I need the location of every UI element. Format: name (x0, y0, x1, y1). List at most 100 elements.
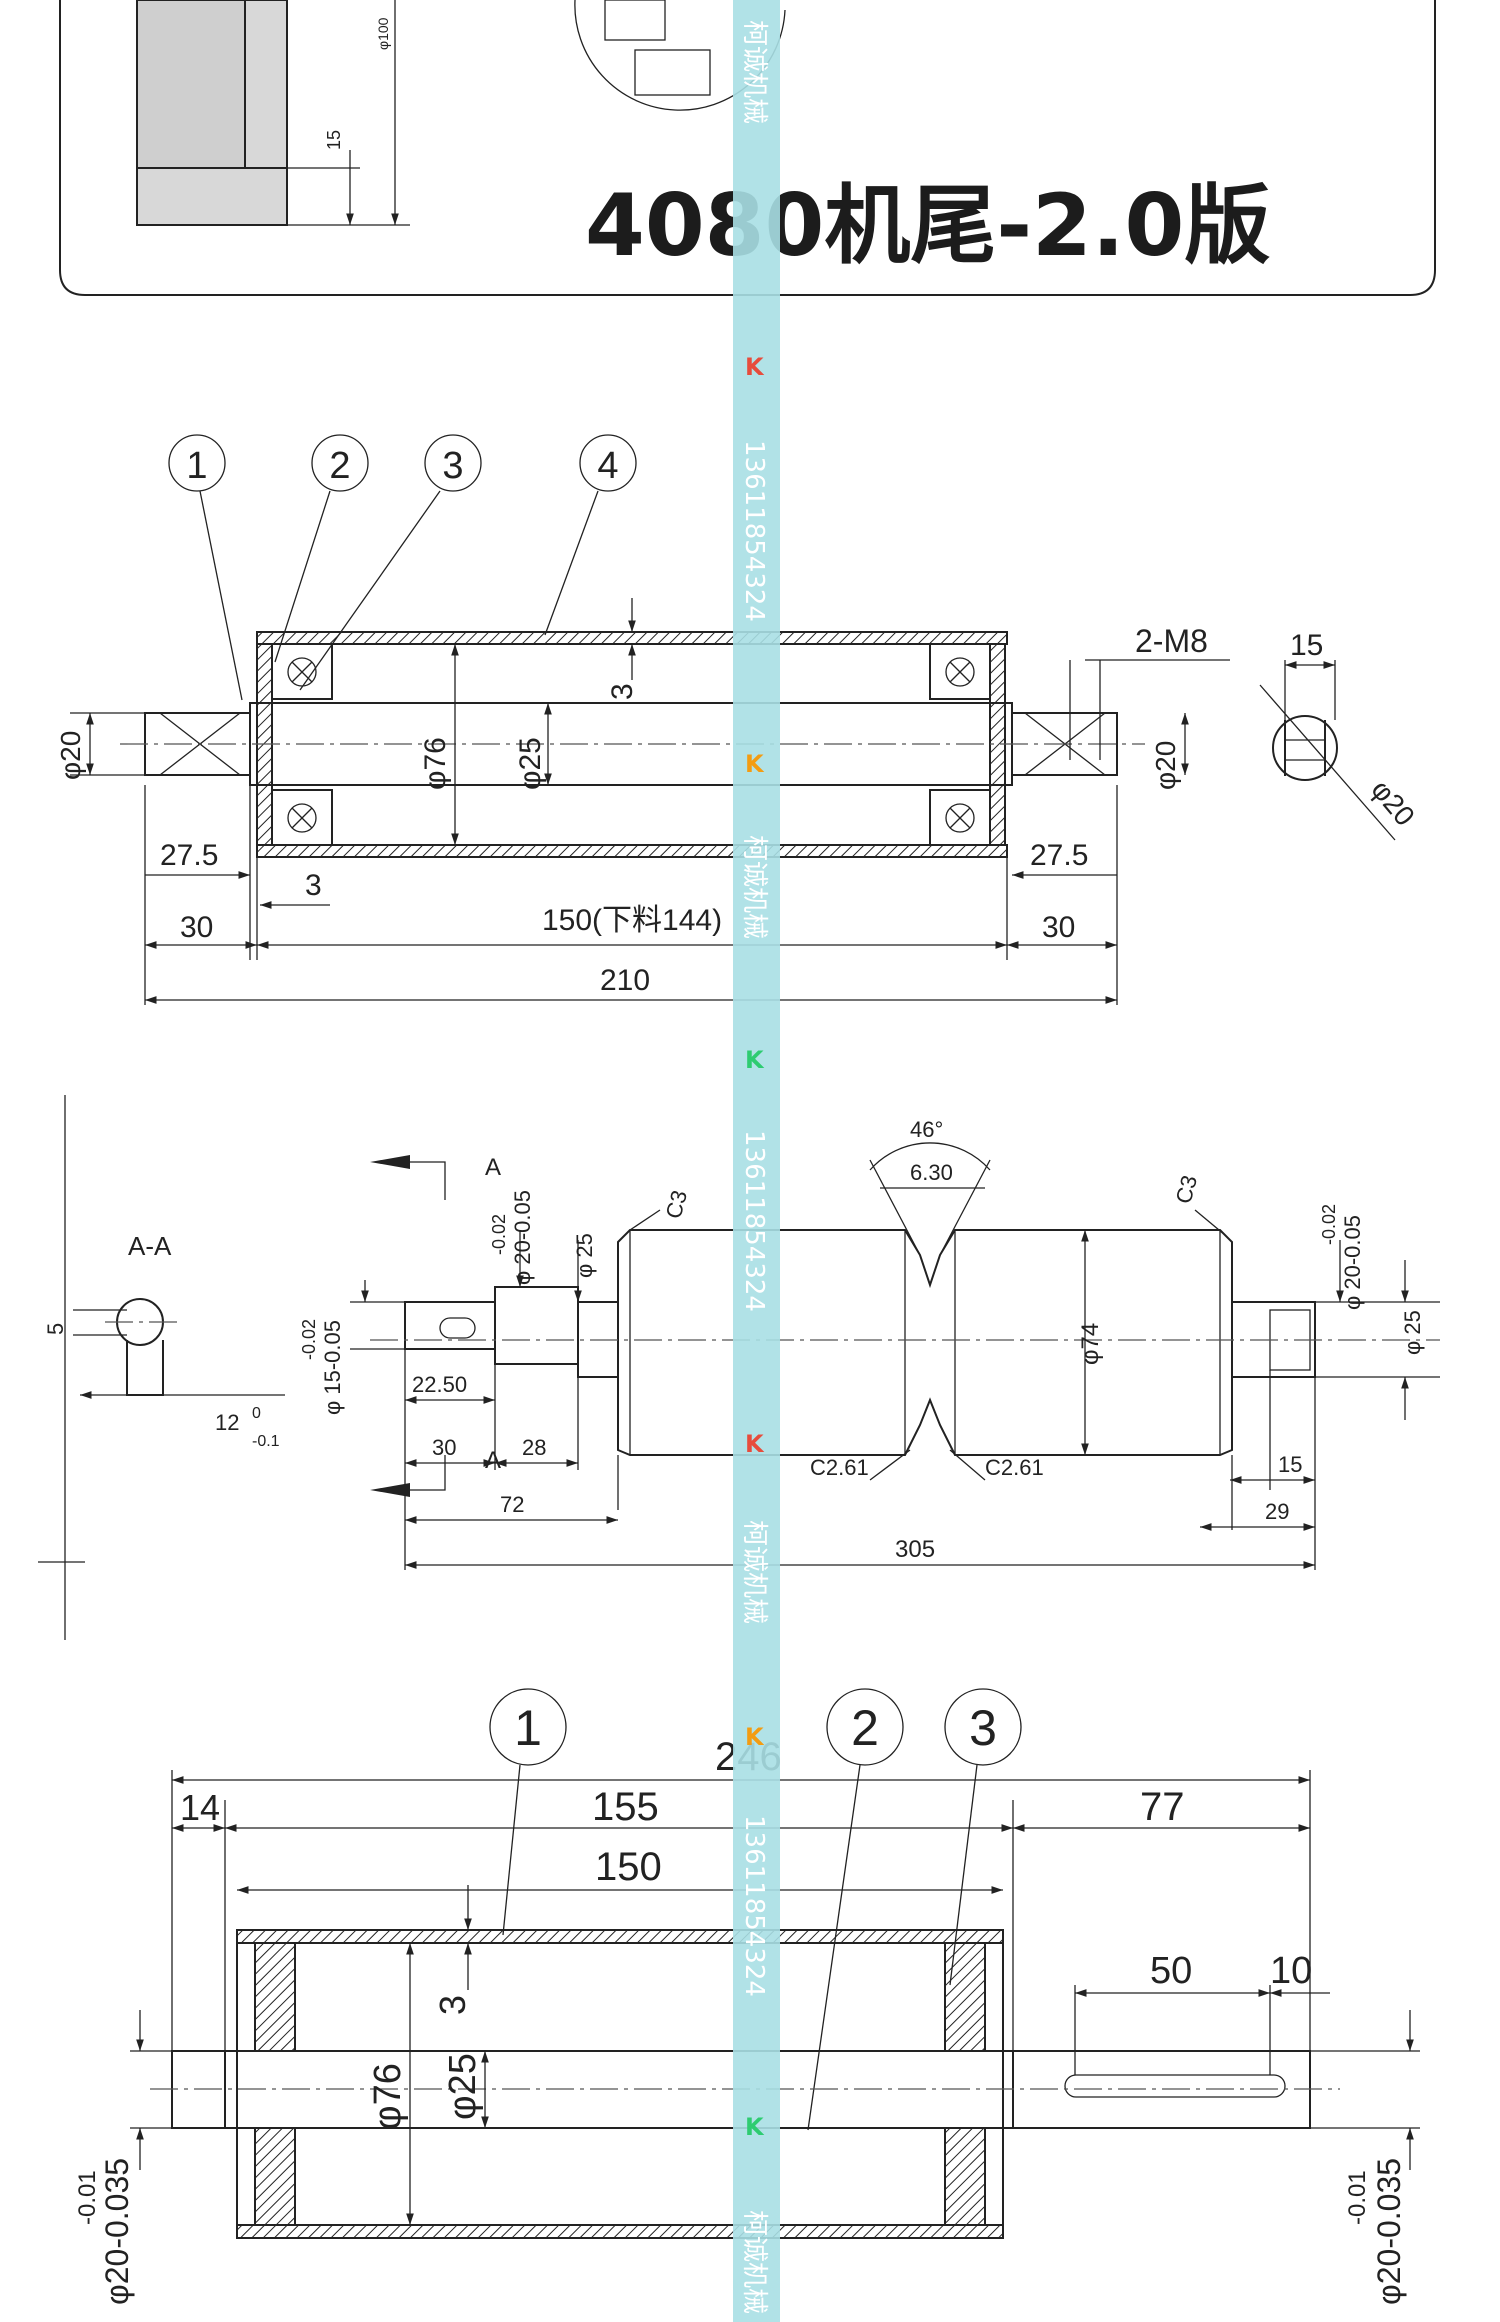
svg-text:φ76: φ76 (367, 2063, 409, 2130)
svg-text:28: 28 (522, 1435, 546, 1460)
bearing-right-top (929, 643, 991, 700)
svg-text:50: 50 (1150, 1950, 1192, 1992)
svg-text:-0.01: -0.01 (74, 2170, 101, 2225)
svg-text:φ 20-0.05: φ 20-0.05 (510, 1190, 535, 1285)
svg-text:φ 15-0.05: φ 15-0.05 (320, 1320, 345, 1415)
svg-text:1: 1 (186, 445, 207, 487)
balloon-3-2: 2 (807, 1688, 904, 2131)
watermark-company: 柯诚机械 (739, 835, 769, 939)
shaft-step-d15 (404, 1301, 496, 1350)
svg-text:-0.02: -0.02 (1319, 1204, 1339, 1245)
balloon-3-1: 1 (489, 1688, 567, 1936)
svg-text:C3: C3 (1171, 1173, 1202, 1207)
dim-groove-width: 6.30 (910, 1160, 953, 1185)
bearing-left-bottom (271, 789, 333, 846)
dim-phi74: φ74 (1077, 1323, 1104, 1365)
svg-text:-0.01: -0.01 (1344, 2170, 1371, 2225)
svg-text:C2.61: C2.61 (985, 1455, 1044, 1480)
svg-text:12: 12 (215, 1410, 239, 1435)
dim-groove-angle: 46° (910, 1117, 943, 1142)
svg-text:72: 72 (500, 1492, 524, 1517)
watermark-phone: 13611854324 (739, 1130, 769, 1312)
svg-text:15: 15 (1278, 1452, 1302, 1477)
dim-phi25: φ25 (514, 737, 547, 790)
balloon-2: 2 (274, 434, 369, 663)
watermark-logo-icon: K (745, 1046, 765, 1074)
watermark-bar: 柯诚机械 K 13611854324 K 柯诚机械 K 13611854324 … (733, 0, 780, 2322)
title-panel: 15 φ100 4080机尾-2.0版 (59, 0, 1436, 296)
tube-wall-top (256, 631, 1008, 645)
dim-phi20-right: φ20 (1150, 741, 1181, 790)
watermark-logo-icon: K (745, 1430, 765, 1458)
dim-150: 150(下料144) (542, 904, 722, 937)
svg-text:29: 29 (1265, 1499, 1289, 1524)
svg-text:150: 150 (595, 1845, 662, 1889)
svg-text:2: 2 (329, 445, 350, 487)
panel-dim-15: 15 (324, 130, 344, 150)
svg-text:3: 3 (432, 1995, 473, 2015)
dim-27-5-left: 27.5 (160, 839, 218, 872)
watermark-phone: 13611854324 (739, 1815, 769, 1997)
shaft-detail-view: A-A 5 12 0 -0.1 A A (38, 1095, 1440, 1640)
dim-phi20-left: φ20 (55, 731, 86, 780)
svg-text:C3: C3 (661, 1188, 692, 1222)
dim-wall-3: 3 (606, 683, 639, 700)
svg-text:15: 15 (1290, 629, 1323, 662)
watermark-logo-icon: K (745, 1723, 765, 1751)
panel-dim-phi100: φ100 (375, 17, 391, 50)
svg-text:1: 1 (514, 1700, 542, 1756)
svg-text:4: 4 (597, 445, 618, 487)
dim-27-5-right: 27.5 (1030, 839, 1088, 872)
svg-text:3: 3 (442, 445, 463, 487)
watermark-logo-icon: K (745, 353, 765, 381)
page-title: 4080机尾-2.0版 (585, 176, 1270, 276)
svg-text:0: 0 (252, 1405, 261, 1422)
svg-text:-0.02: -0.02 (489, 1214, 509, 1255)
watermark-logo-icon: K (745, 750, 765, 778)
svg-text:22.50: 22.50 (412, 1372, 467, 1397)
watermark-logo-icon: K (745, 2113, 765, 2141)
balloon-3: 3 (299, 434, 482, 691)
svg-text:155: 155 (592, 1785, 659, 1829)
svg-text:30: 30 (432, 1435, 456, 1460)
svg-text:C2.61: C2.61 (810, 1455, 869, 1480)
balloon-1: 1 (168, 434, 243, 701)
svg-text:φ20: φ20 (1365, 774, 1420, 832)
shaft-end-section: 15 φ20 (1259, 629, 1421, 841)
svg-text:2: 2 (851, 1700, 879, 1756)
svg-text:φ25: φ25 (442, 2053, 484, 2120)
dim-210: 210 (600, 964, 650, 997)
svg-text:A: A (485, 1447, 501, 1474)
roller-body (617, 1229, 1233, 1456)
svg-text:-0.1: -0.1 (252, 1433, 280, 1450)
svg-text:5: 5 (43, 1323, 68, 1335)
svg-text:10: 10 (1270, 1950, 1312, 1992)
dim-30-right: 30 (1042, 911, 1075, 944)
tube-wall-bottom (256, 844, 1008, 858)
dim-3: 3 (305, 869, 322, 902)
key-section: 5 12 0 -0.1 (43, 1298, 285, 1450)
svg-text:77: 77 (1140, 1785, 1185, 1829)
svg-text:14: 14 (180, 1787, 220, 1828)
shaft-step-d20-left (494, 1286, 579, 1365)
dim-2-m8: 2-M8 (1135, 623, 1208, 659)
dim-phi76: φ76 (419, 737, 452, 790)
watermark-company: 柯诚机械 (739, 1520, 769, 1624)
svg-text:3: 3 (969, 1700, 997, 1756)
svg-text:φ 20-0.05: φ 20-0.05 (1340, 1215, 1365, 1310)
section-label: A-A (128, 1231, 172, 1261)
svg-text:φ 25: φ 25 (1400, 1310, 1425, 1355)
svg-text:φ20-0.035: φ20-0.035 (99, 2158, 135, 2305)
bearing-right-bottom (929, 789, 991, 846)
balloon-3-3: 3 (944, 1688, 1022, 1986)
watermark-company: 柯诚机械 (739, 2210, 769, 2314)
svg-text:φ 25: φ 25 (572, 1233, 597, 1278)
watermark-strip (733, 0, 780, 2322)
svg-text:-0.02: -0.02 (299, 1319, 319, 1360)
roller-section-view: 1 2 3 246 14 155 77 150 (74, 1688, 1420, 2305)
dim-30-left: 30 (180, 911, 213, 944)
balloon-4: 4 (544, 434, 637, 636)
bearing-left-top (271, 643, 333, 700)
svg-text:305: 305 (895, 1536, 935, 1563)
